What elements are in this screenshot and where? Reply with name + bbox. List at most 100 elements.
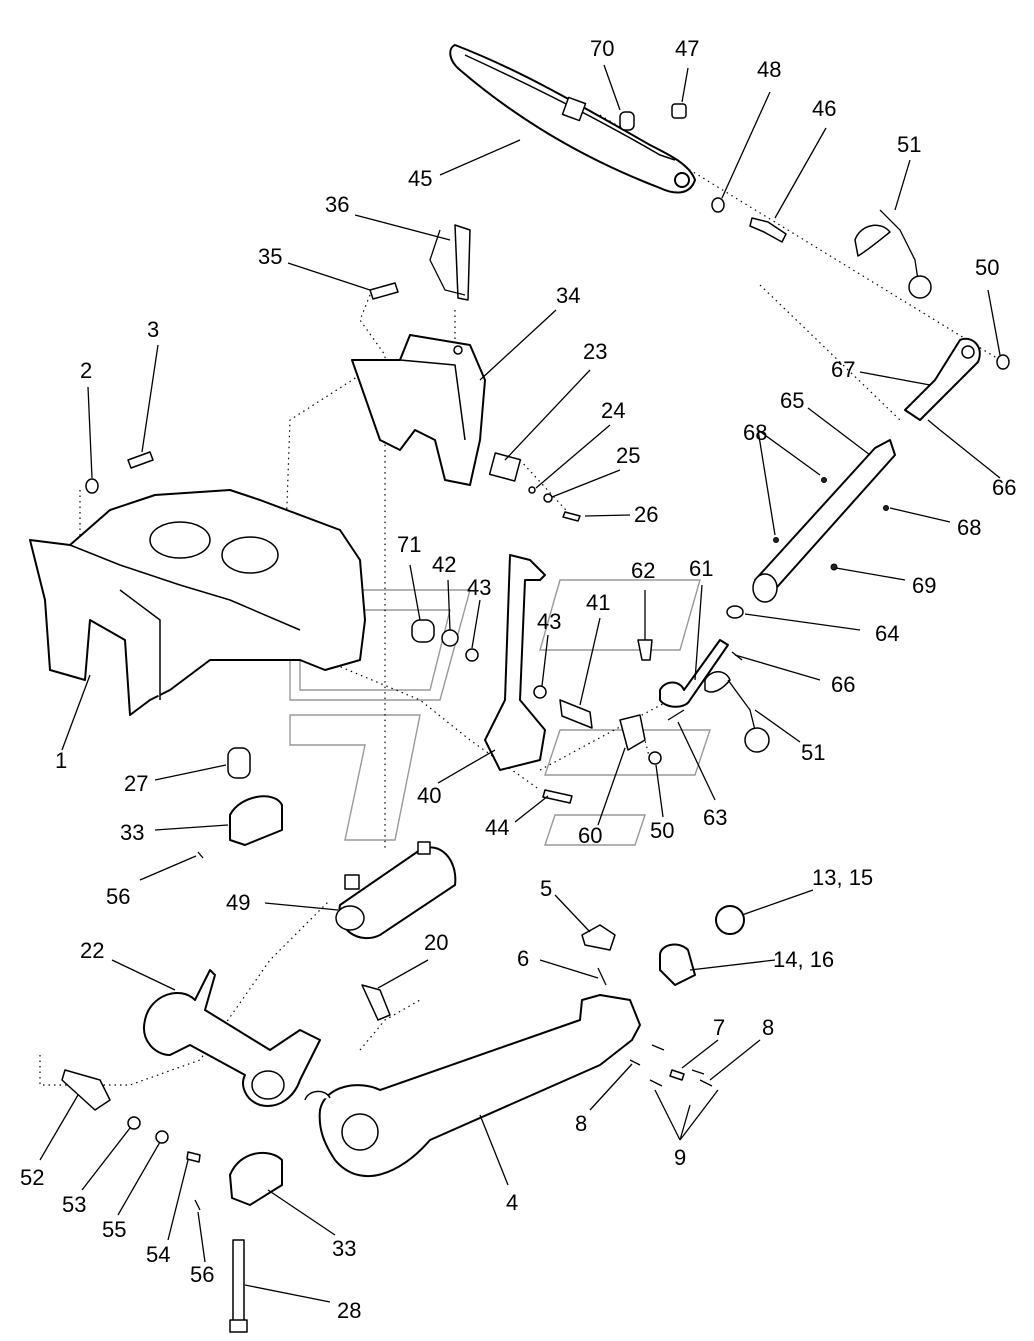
callout-9: 9 (674, 1145, 686, 1170)
callout-44: 44 (485, 815, 509, 840)
callout-68-right: 68 (957, 515, 981, 540)
callout-33-b: 33 (332, 1236, 356, 1261)
part-7-pin (669, 1069, 685, 1081)
callout-2: 2 (80, 358, 92, 383)
callout-5: 5 (540, 876, 552, 901)
callout-25: 25 (616, 443, 640, 468)
part-8-roll-pin-a (629, 1059, 641, 1066)
part-68-grease-b (883, 505, 889, 511)
callout-64: 64 (875, 621, 899, 646)
part-40-bracket (484, 554, 546, 771)
part-5-latch (581, 924, 616, 951)
part-42-nut (441, 629, 459, 647)
callout-62: 62 (631, 558, 655, 583)
callout-60: 60 (578, 823, 602, 848)
part-6-spring (597, 967, 607, 986)
part-50-washer-top (996, 354, 1010, 370)
callout-56-a: 56 (106, 884, 130, 909)
part-64-ring (726, 605, 744, 619)
part-25-nut (543, 493, 553, 503)
part-36-linch-pin-chain (429, 224, 471, 301)
callout-28: 28 (337, 1298, 361, 1323)
callout-26: 26 (634, 502, 658, 527)
callout-41: 41 (586, 590, 610, 615)
callout-50-mid: 50 (650, 818, 674, 843)
part-47-nut (671, 103, 687, 119)
callout-61: 61 (689, 556, 713, 581)
callout-23: 23 (583, 339, 607, 364)
part-27-bushing (227, 747, 251, 779)
callout-labels: 70 47 48 46 51 50 67 65 68 66 68 69 64 6… (20, 36, 1016, 1323)
part-24-washer (528, 486, 536, 494)
callout-54: 54 (146, 1242, 170, 1267)
part-44-bolt (542, 789, 573, 804)
part-43-washer-a (465, 648, 479, 662)
part-65-lift-rod (752, 439, 896, 603)
part-22-rockshaft (143, 969, 321, 1107)
callout-69: 69 (912, 573, 936, 598)
part-45-top-link-bar (449, 44, 696, 194)
callout-48: 48 (757, 57, 781, 82)
callout-33-a: 33 (120, 820, 144, 845)
part-61-adjuster (659, 639, 729, 708)
callout-68-top: 68 (743, 420, 767, 445)
part-56-pin-b (194, 1199, 201, 1211)
callout-40: 40 (417, 783, 441, 808)
part-13-15-ball (715, 905, 745, 935)
part-33-clamp-a (229, 795, 283, 846)
callout-66-right: 66 (992, 475, 1016, 500)
callout-8-right: 8 (762, 1015, 774, 1040)
part-34-bracket (351, 334, 486, 486)
part-50-washer-mid (648, 751, 662, 765)
callout-45: 45 (408, 166, 432, 191)
part-60-clamp (619, 714, 646, 751)
part-52-pin (61, 1069, 111, 1111)
callout-55: 55 (102, 1217, 126, 1242)
part-53-nut (127, 1116, 141, 1130)
callout-8-left: 8 (575, 1111, 587, 1136)
callout-46: 46 (812, 96, 836, 121)
part-3-bolt (127, 451, 154, 469)
callout-24: 24 (601, 398, 625, 423)
callout-7: 7 (713, 1015, 725, 1040)
part-28-long-bolt (229, 1239, 248, 1333)
part-67-turnbuckle-end (904, 337, 981, 421)
part-62-pin (637, 639, 653, 661)
part-51-lynch-pin-top (854, 209, 932, 299)
watermark-logo (289, 579, 711, 846)
part-63-pin (667, 709, 685, 721)
part-14-16-ball-joint (659, 943, 696, 986)
part-43-washer-b (533, 685, 547, 699)
part-54-bolt (186, 1151, 201, 1163)
callout-52: 52 (20, 1165, 44, 1190)
part-23-plate (488, 452, 522, 482)
part-26-bolt (562, 511, 581, 522)
callout-49: 49 (226, 890, 250, 915)
callout-3: 3 (147, 317, 159, 342)
part-4-lower-link (304, 994, 641, 1177)
callout-65: 65 (780, 388, 804, 413)
part-46-pin (749, 217, 787, 243)
part-48-washer (711, 197, 725, 213)
part-33-clamp-b (229, 1152, 283, 1206)
part-9-pins (649, 1044, 705, 1087)
part-20-fitting (361, 984, 391, 1021)
callout-4: 4 (506, 1190, 518, 1215)
part-55-washer (155, 1130, 169, 1144)
part-1-main-housing (29, 489, 366, 716)
callout-66-mid: 66 (831, 672, 855, 697)
callout-51-mid: 51 (801, 740, 825, 765)
part-41-pin (559, 699, 593, 729)
callout-43-a: 43 (467, 575, 491, 600)
callout-70: 70 (590, 36, 614, 61)
callout-53: 53 (62, 1192, 86, 1217)
callout-51-top: 51 (897, 132, 921, 157)
part-68-grease-a (773, 477, 827, 543)
callout-47: 47 (675, 36, 699, 61)
callout-67: 67 (831, 357, 855, 382)
part-70-bushing (619, 111, 635, 131)
callout-14-16: 14, 16 (773, 947, 834, 972)
callout-20: 20 (424, 930, 448, 955)
callout-1: 1 (55, 748, 67, 773)
